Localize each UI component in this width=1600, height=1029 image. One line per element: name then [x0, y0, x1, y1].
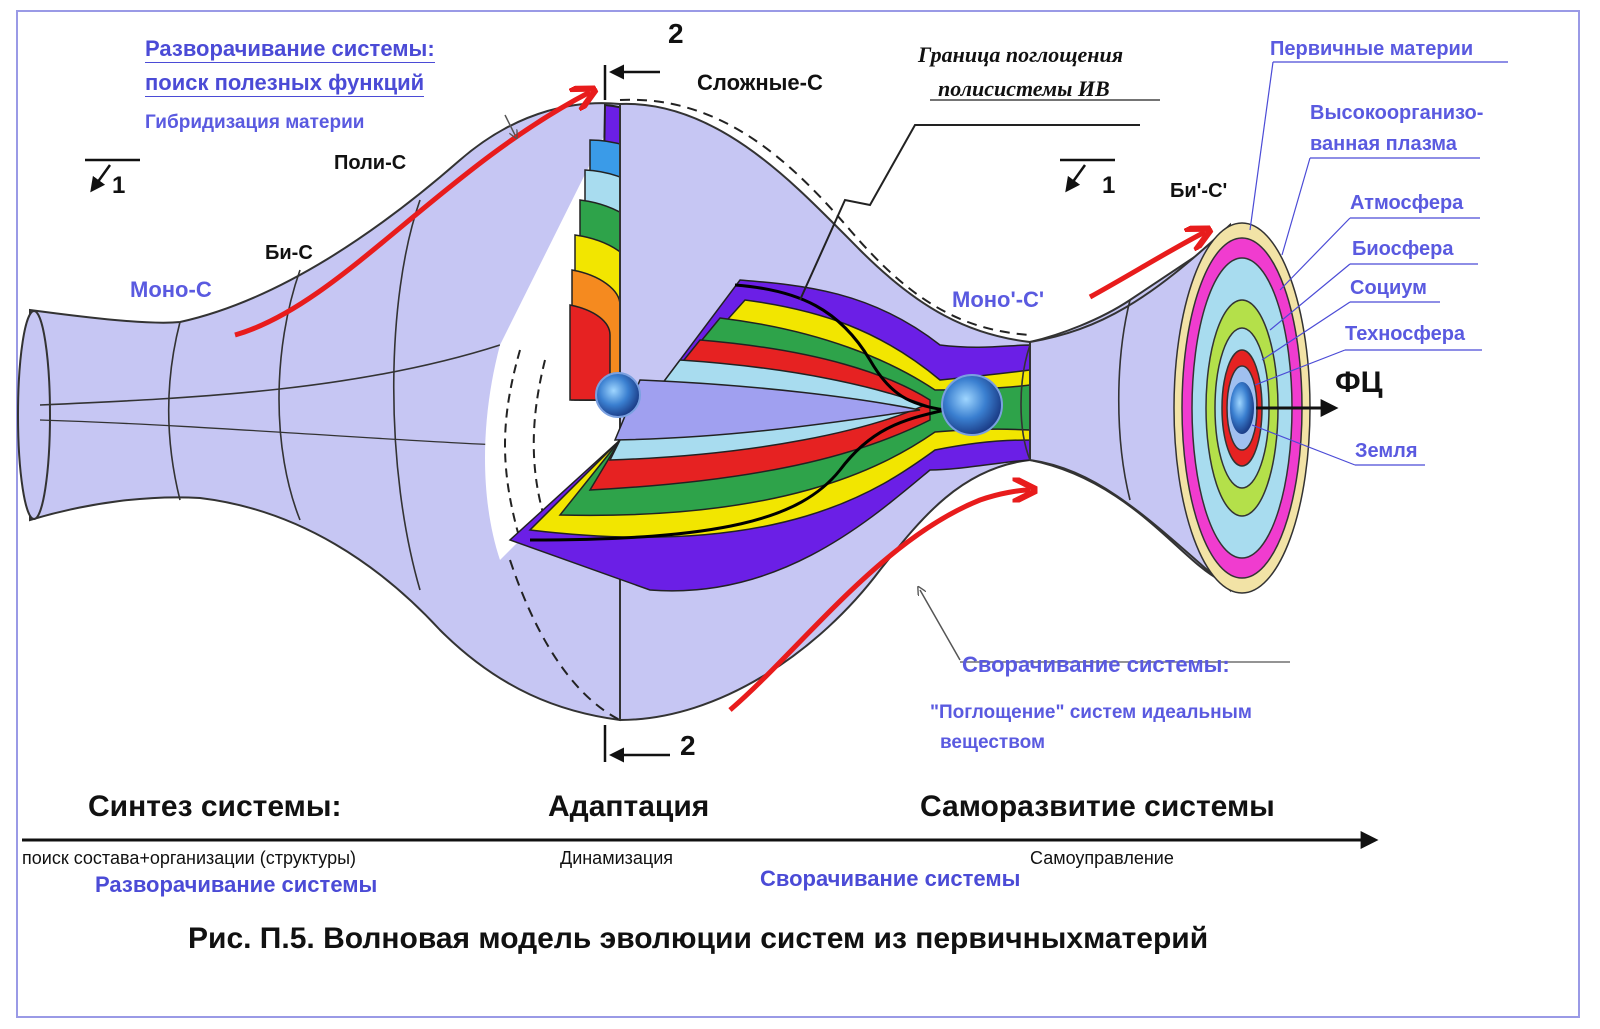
layer-label-biosphere: Биосфера [1352, 238, 1454, 260]
layer-label-primary-matter: Первичные материи [1270, 38, 1474, 60]
section-2-bottom-label: 2 [680, 730, 696, 761]
fold-subtitle-line1: "Поглощение" систем идеальным [930, 702, 1252, 723]
layer-leaders [1249, 61, 1508, 466]
boundary-leader [799, 124, 1140, 301]
stage1-subtitle: поиск состава+организации (структуры) [22, 848, 357, 868]
red-arrow-top-left [234, 92, 590, 338]
rib-2 [278, 269, 301, 521]
hybrid-label: Гибридизация материи [145, 112, 365, 133]
flowing-bands [508, 279, 1031, 592]
fold-title: Сворачивание системы: [962, 652, 1230, 677]
fold-subtitle-line2: веществом [940, 732, 1046, 753]
unfold-title: Разворачивание системы: [145, 36, 435, 64]
mono-c-prime-label: Моно'-С' [952, 287, 1045, 312]
section-2-top-label: 2 [668, 18, 684, 49]
right-bell-rib [1118, 299, 1131, 501]
section-1-right-label: 1 [1102, 172, 1116, 199]
figure-frame [16, 10, 1580, 1018]
left-mouth-ellipse [17, 310, 51, 520]
earth-small-icon [1230, 382, 1254, 434]
absorption-boundary-curve [529, 283, 946, 542]
unfold-subtitle: поиск полезных функций [145, 70, 425, 98]
poly-c-label: Поли-С [334, 152, 407, 174]
section-marker-2-bottom [603, 725, 670, 763]
stage2-title: Адаптация [548, 790, 710, 823]
bi-c-label: Би-С [265, 242, 313, 264]
section-1-left-label: 1 [112, 172, 126, 199]
boundary-label-line2: полисистемы ИВ [938, 76, 1110, 101]
section-marker-2-top [603, 64, 660, 100]
red-arrow-top-right [1088, 232, 1205, 300]
layer-label-plasma-2: ванная плазма [1310, 133, 1457, 155]
earth-globe-center-icon [941, 374, 1003, 436]
stage2-blue-label: Сворачивание системы [760, 866, 1021, 891]
stage3-subtitle: Самоуправление [1030, 848, 1174, 868]
stage3-title: Саморазвитие системы [920, 790, 1275, 823]
stage1-title: Синтез системы: [88, 790, 342, 823]
layer-label-plasma-1: Высокоорганизо- [1310, 102, 1484, 124]
complex-c-label: Сложные-С [697, 70, 823, 95]
stage2-subtitle: Динамизация [560, 848, 674, 868]
hybrid-pointer [504, 114, 515, 135]
layer-label-technosphere: Техносфера [1345, 323, 1466, 345]
section-marker-1-right [1060, 158, 1115, 193]
earth-globe-icon [595, 372, 641, 418]
right-bell-rib-2 [1020, 344, 1031, 461]
mono-c-label: Моно-С [130, 277, 212, 302]
boundary-label-line1: Граница поглощения [918, 42, 1124, 67]
fold-pointer [920, 590, 961, 661]
layer-label-atmosphere: Атмосфера [1350, 192, 1464, 214]
layer-label-earth: Земля [1355, 440, 1418, 462]
section-marker-1-left [85, 158, 140, 193]
caption-prefix: Рис. П.5. [188, 922, 315, 955]
red-arrow-bottom [728, 490, 1030, 712]
layer-label-society: Социум [1350, 277, 1427, 299]
rib-3 [393, 199, 421, 591]
seam-line-2 [39, 419, 501, 446]
dashed-envelope-top [619, 98, 1031, 336]
fc-label: ФЦ [1335, 366, 1383, 399]
caption-text: Волновая модель эволюции систем из перви… [323, 922, 1209, 955]
seam-line [39, 344, 501, 406]
bi-c-prime-label: Би'-С' [1170, 180, 1228, 202]
figure-caption: Рис. П.5. Волновая модель эволюции систе… [188, 922, 1208, 957]
rib-1 [167, 321, 181, 501]
stage1-blue-label: Разворачивание системы [95, 872, 378, 897]
